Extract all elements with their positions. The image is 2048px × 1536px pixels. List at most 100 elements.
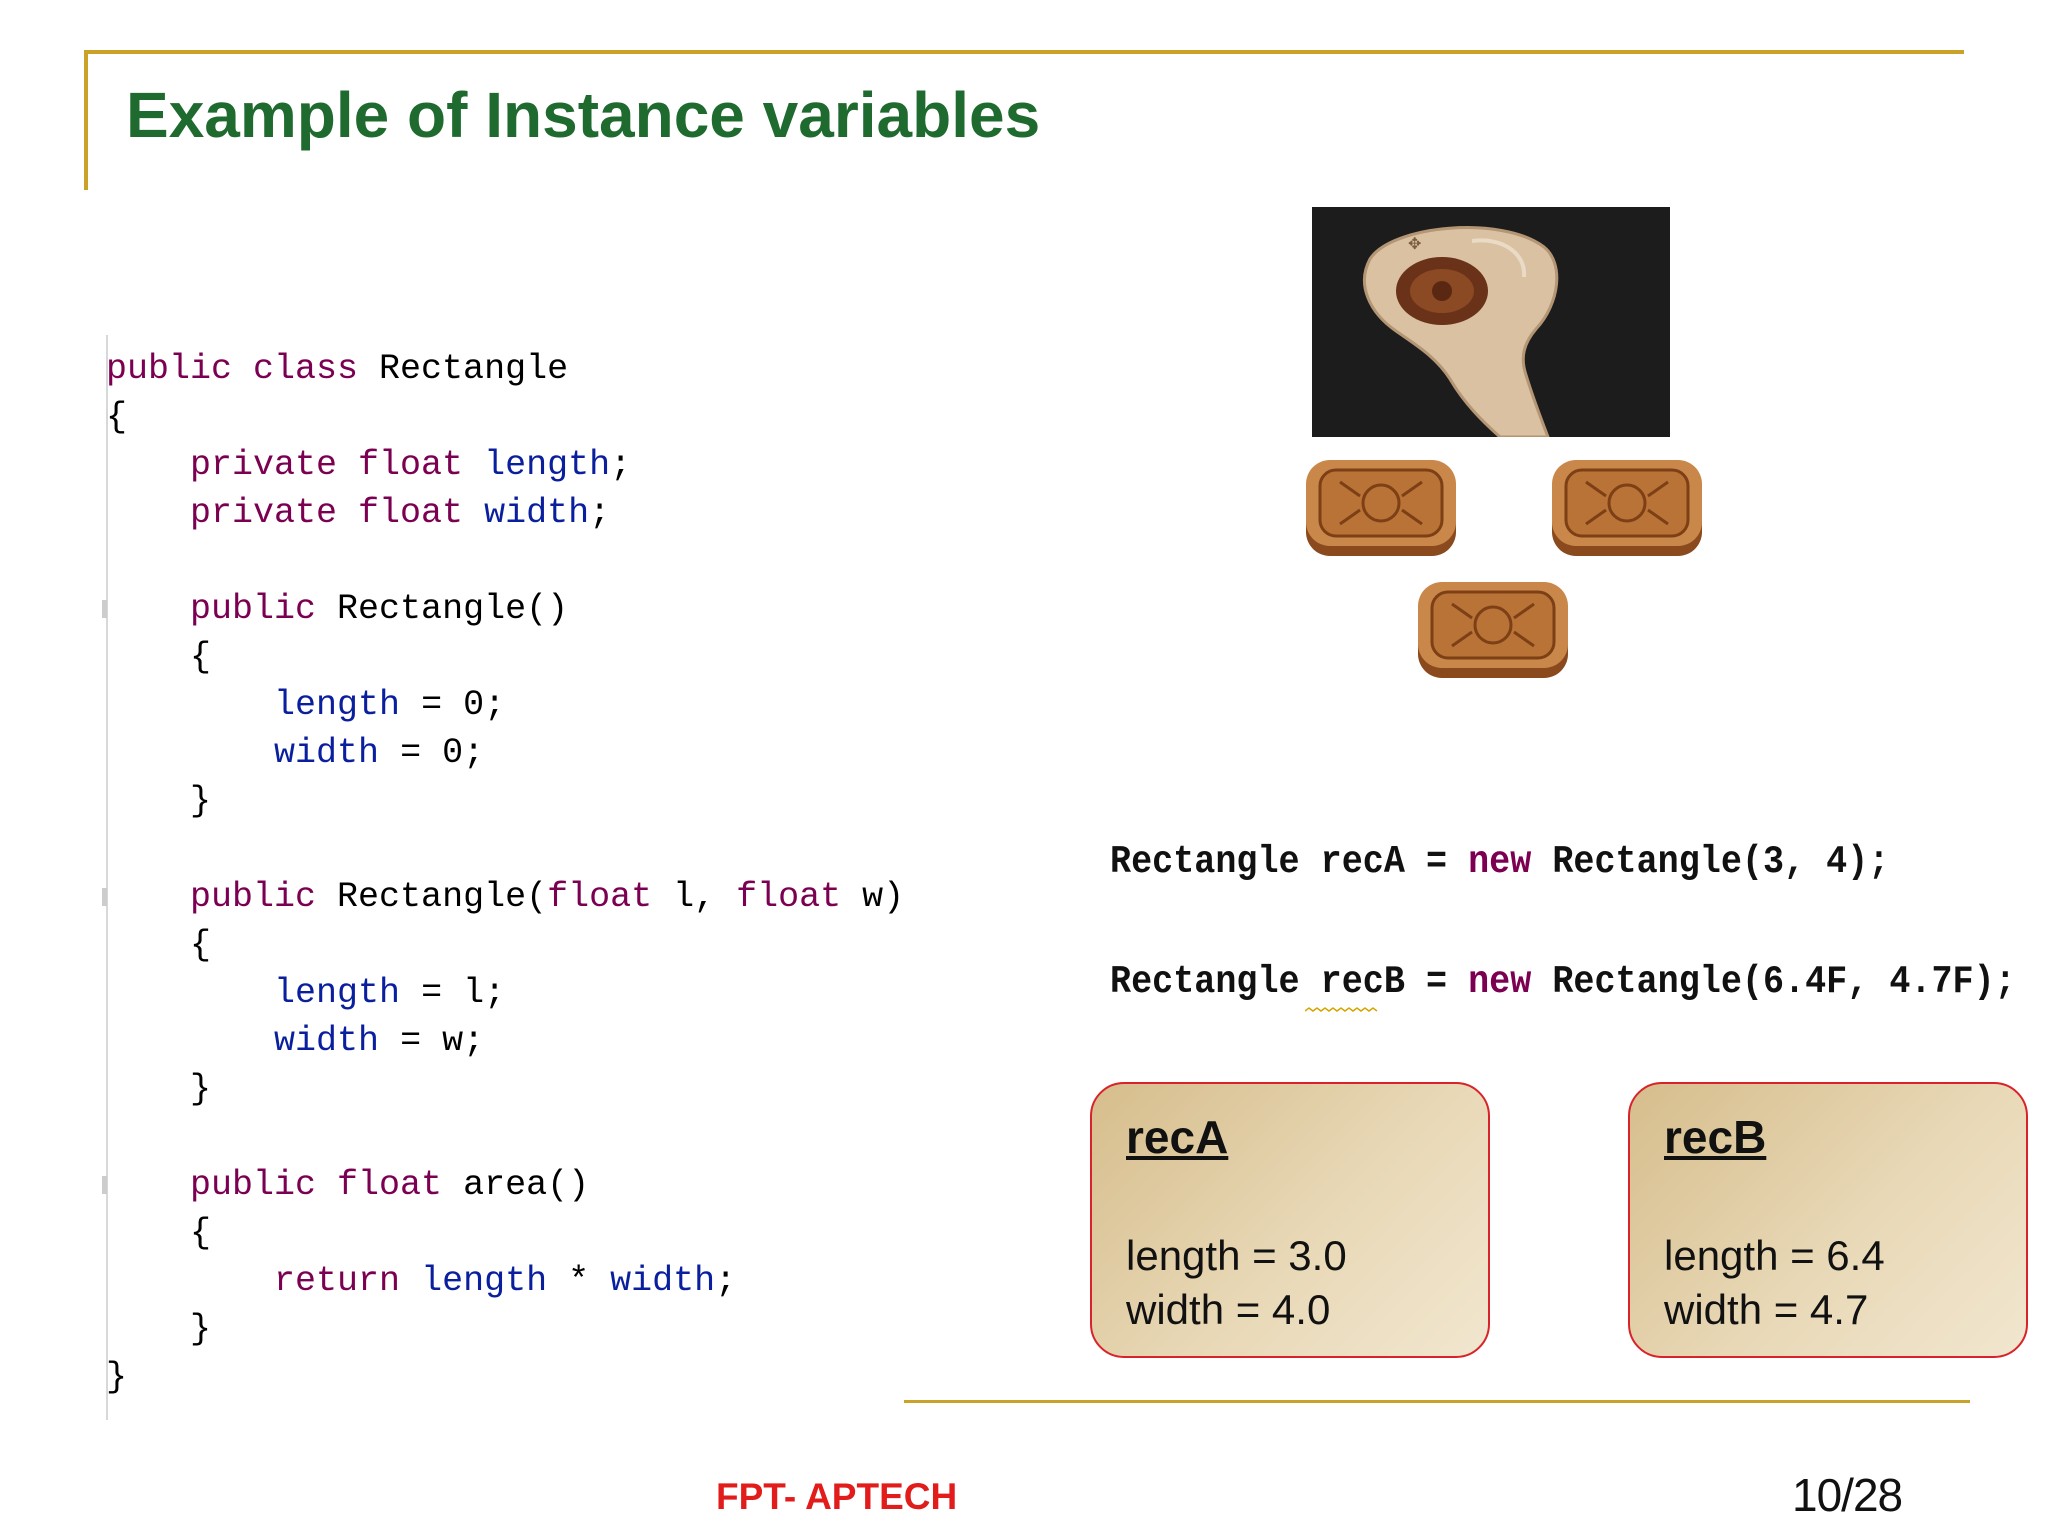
code-token: = 0;	[379, 733, 485, 773]
code-token: area()	[463, 1165, 590, 1205]
code-token: {	[106, 1213, 212, 1253]
code-token	[106, 589, 190, 629]
code-token: return	[274, 1261, 422, 1301]
code-token	[106, 973, 274, 1013]
code-line: length = 0;	[106, 681, 505, 729]
code-line: {	[106, 1209, 211, 1257]
code-token	[106, 685, 274, 725]
code-line: }	[106, 1305, 211, 1353]
code-line: private float width;	[106, 489, 610, 537]
code-token	[106, 493, 190, 533]
object-name: recA	[1126, 1111, 1229, 1163]
code-token: }	[106, 781, 212, 821]
code-token: }	[106, 1069, 212, 1109]
code-line: {	[106, 393, 127, 441]
code-token	[106, 733, 274, 773]
code-left-rule	[106, 335, 108, 1420]
object-length: length = 3.0	[1126, 1232, 1347, 1279]
code-token	[106, 1165, 190, 1205]
code-token: = 0;	[400, 685, 506, 725]
footer-rule	[904, 1400, 1970, 1403]
object-length: length = 6.4	[1664, 1232, 1885, 1279]
code-token	[106, 1021, 274, 1061]
code-listing: public class Rectangle { private float le…	[102, 345, 956, 1425]
code-token: length	[484, 445, 611, 485]
slide-title: Example of Instance variables	[126, 79, 1041, 151]
code-token	[106, 877, 190, 917]
code-line: {	[106, 633, 211, 681]
footer-brand: FPT- APTECH	[716, 1476, 958, 1517]
code-line: }	[106, 1065, 211, 1113]
svg-text:✥: ✥	[1408, 236, 1421, 253]
code-token: private float	[190, 493, 485, 533]
code-line: width = w;	[106, 1017, 484, 1065]
page-number: 10/28	[1792, 1469, 1903, 1521]
code-fold-marker	[102, 600, 107, 618]
code-token: public	[190, 877, 338, 917]
object-name: recB	[1664, 1111, 1767, 1163]
code-token: length	[274, 685, 401, 725]
code-token: {	[106, 637, 212, 677]
title-left-rule	[84, 50, 88, 190]
code-token: public float	[190, 1165, 464, 1205]
code-token: width	[274, 733, 380, 773]
code-line: public Rectangle()	[106, 585, 568, 633]
code-token: Rectangle()	[337, 589, 569, 629]
code-token: = w;	[379, 1021, 485, 1061]
code-token: }	[106, 1357, 128, 1397]
code-fold-marker	[102, 1176, 107, 1194]
mooncake-icon	[1306, 460, 1456, 556]
mooncake-icon	[1552, 460, 1702, 556]
code-token: {	[106, 925, 212, 965]
code-line: return length * width;	[106, 1257, 736, 1305]
code-token: = l;	[400, 973, 506, 1013]
code-token: public class	[106, 349, 380, 389]
code-token: length	[274, 973, 401, 1013]
code-line: width = 0;	[106, 729, 484, 777]
spellcheck-squiggle	[1305, 1007, 1378, 1012]
code-token: public	[190, 589, 338, 629]
code-line: {	[106, 921, 211, 969]
instantiation-line-recb: Rectangle recB = new Rectangle(6.4F, 4.7…	[1110, 960, 2016, 1004]
code-token: *	[547, 1261, 611, 1301]
mooncake-mold-photo: ✥	[1312, 207, 1670, 437]
code-token: Rectangle recB =	[1110, 960, 1469, 1004]
code-token: float	[547, 877, 653, 917]
code-token: width	[274, 1021, 380, 1061]
code-line: public Rectangle(float l, float w)	[106, 873, 904, 921]
object-box-reca: recA length = 3.0 width = 4.0	[1090, 1082, 1490, 1358]
code-token: width	[484, 493, 590, 533]
code-token: {	[106, 397, 128, 437]
code-token: Rectangle(6.4F, 4.7F);	[1531, 960, 2016, 1004]
mold-image: ✥	[1312, 207, 1670, 437]
code-token: ;	[589, 493, 611, 533]
code-token: Rectangle(	[337, 877, 548, 917]
code-line: private float length;	[106, 441, 631, 489]
code-token: Rectangle	[379, 349, 569, 389]
mooncake-icon	[1418, 582, 1568, 678]
code-token: Rectangle recA =	[1110, 840, 1469, 884]
code-token: float	[736, 877, 842, 917]
code-token: }	[106, 1309, 212, 1349]
instantiation-line-reca: Rectangle recA = new Rectangle(3, 4);	[1110, 840, 1889, 884]
code-token: width	[610, 1261, 716, 1301]
code-token: ;	[715, 1261, 737, 1301]
code-token: private float	[190, 445, 485, 485]
code-line: length = l;	[106, 969, 505, 1017]
code-token: new	[1468, 960, 1532, 1004]
code-token: ;	[610, 445, 632, 485]
code-fold-marker	[102, 888, 107, 906]
object-width: width = 4.7	[1664, 1286, 1869, 1333]
code-token	[106, 445, 190, 485]
code-token: length	[421, 1261, 548, 1301]
code-line: public float area()	[106, 1161, 589, 1209]
object-box-recb: recB length = 6.4 width = 4.7	[1628, 1082, 2028, 1358]
code-token: w)	[841, 877, 905, 917]
title-top-rule	[84, 50, 1964, 54]
code-token: Rectangle(3, 4);	[1531, 840, 1890, 884]
code-token: l,	[652, 877, 737, 917]
code-token	[106, 1261, 274, 1301]
object-width: width = 4.0	[1126, 1286, 1331, 1333]
code-line: }	[106, 777, 211, 825]
